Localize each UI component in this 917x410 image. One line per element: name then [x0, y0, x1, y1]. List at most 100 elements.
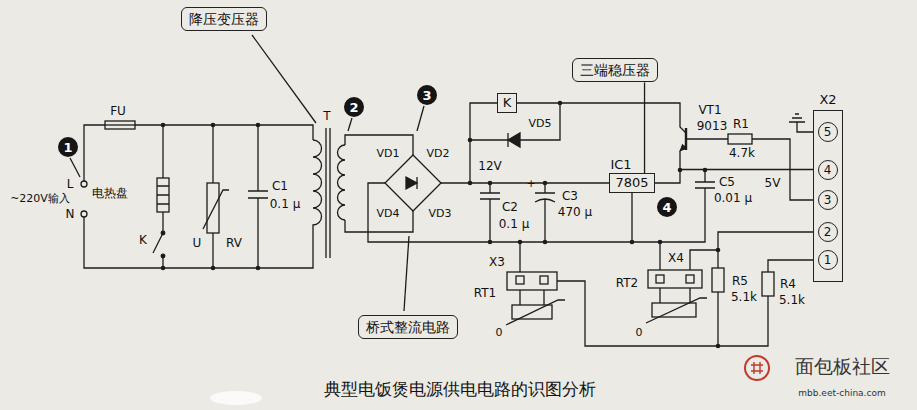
label-text: T [323, 109, 330, 123]
node-text: 2 [824, 225, 832, 239]
component-label: 470 μ [558, 205, 592, 219]
component-label: 5.1k [779, 293, 805, 307]
node-text: 1 [63, 140, 72, 155]
callout-number: 1 [58, 137, 78, 157]
component-label: RT1 [474, 286, 496, 300]
label-text: C3 [562, 189, 578, 203]
junction-dots [161, 101, 721, 349]
label-text: X4 [668, 251, 684, 265]
label-text: C2 [502, 200, 518, 214]
voltage-label: 5V [765, 175, 781, 189]
component-label: T [323, 109, 330, 123]
callout-number: 3 [417, 85, 437, 105]
text-holder: X2 [819, 92, 836, 108]
pin-circle: 4 [818, 160, 838, 180]
component-label: VD1 [377, 147, 400, 160]
component-label: VD4 [377, 207, 400, 220]
label-text: RT2 [616, 276, 638, 290]
text-holder: 5 [824, 125, 832, 139]
node-text: 2 [349, 100, 358, 115]
component-label: FU [110, 104, 126, 118]
text-holder: K [503, 95, 512, 111]
label-text: 12V [478, 159, 501, 173]
component-label: 电热盘 [92, 186, 128, 200]
label-text: VD2 [427, 147, 450, 160]
text-holder: 1 [63, 140, 72, 155]
label-text: VD5 [529, 117, 552, 130]
component-label: U [193, 236, 202, 250]
label-text: 5.1k [731, 290, 757, 304]
component-label: N [66, 207, 75, 221]
component-label: 0.1 μ [270, 197, 301, 211]
component-label: X3 [489, 255, 505, 269]
text-holder: 三端稳压器 [580, 62, 650, 79]
text-holder: IC1 [610, 157, 631, 173]
component-label: RV [226, 236, 242, 250]
label-text: 0.1 μ [499, 217, 530, 231]
label-text: 0.1 μ [270, 197, 301, 211]
node-text: 3 [422, 88, 431, 103]
relay-box: K [497, 93, 518, 113]
node-text: 三端稳压器 [580, 62, 650, 78]
label-text: VD1 [377, 147, 400, 160]
label-text: 4.7k [729, 146, 755, 160]
caption: 典型电饭煲电源供电电路的识图分析 [324, 379, 596, 399]
component-label: 0.1 μ [499, 217, 530, 231]
callout-box: 桥式整流电路 [358, 315, 458, 340]
component-label: VT1 [698, 103, 721, 117]
node-text: K [503, 95, 512, 110]
component-label: 0.01 μ [714, 191, 752, 205]
callout-number: 4 [657, 197, 677, 217]
component-label: 9013 [697, 119, 728, 133]
redaction-patch [210, 391, 262, 405]
label-text: 0 [636, 326, 643, 339]
edge-label: 5V [763, 175, 783, 189]
part-heading: X2 [819, 92, 836, 107]
component-label: 0 [496, 326, 503, 339]
component-label: 0 [636, 326, 643, 339]
label-text: mbb.eet-china.com [798, 388, 885, 398]
label-text: U [193, 236, 202, 250]
pin-circle: 5 [818, 122, 838, 142]
label-text: 面包板社区 [795, 355, 890, 377]
text-holder: 2 [824, 225, 832, 239]
watermark: mbb.eet-china.com [798, 388, 885, 399]
component-label: R5 [732, 274, 748, 288]
label-text: X3 [489, 255, 505, 269]
watermark: 面包板社区 [795, 355, 890, 378]
component-label: 5.1k [731, 290, 757, 304]
pin-circle: 1 [818, 250, 838, 270]
component-label: C3 [562, 189, 578, 203]
component-label: C5 [719, 175, 735, 189]
node-text: 4 [824, 163, 832, 177]
regulator-box: IC17805 [609, 173, 654, 193]
label-text: L [67, 177, 74, 191]
component-label: VD2 [427, 147, 450, 160]
node-text: 4 [662, 200, 671, 215]
wires [70, 35, 813, 346]
component-label: VD5 [529, 117, 552, 130]
component-label: VD3 [429, 207, 452, 220]
label-text: RT1 [474, 286, 496, 300]
node-text: 桥式整流电路 [366, 319, 450, 335]
label-text: + [526, 177, 535, 190]
pin-circle: 3 [818, 190, 838, 210]
component-label: C1 [272, 179, 288, 193]
label-text: 470 μ [558, 205, 592, 219]
part-heading: IC1 [610, 157, 631, 172]
callout-box: 三端稳压器 [572, 58, 658, 83]
label-text: 电热盘 [92, 186, 128, 200]
wire-connector [655, 170, 818, 184]
component-label: L [67, 177, 74, 191]
label-text: 5.1k [779, 293, 805, 307]
text-holder: 4 [824, 163, 832, 177]
label-text: FU [110, 104, 126, 118]
label-text: N [66, 207, 75, 221]
component-label: X4 [668, 251, 684, 265]
callout-number: 2 [344, 97, 364, 117]
caption-text: 典型电饭煲电源供电电路的识图分析 [324, 379, 596, 399]
component-label: R4 [780, 277, 796, 291]
